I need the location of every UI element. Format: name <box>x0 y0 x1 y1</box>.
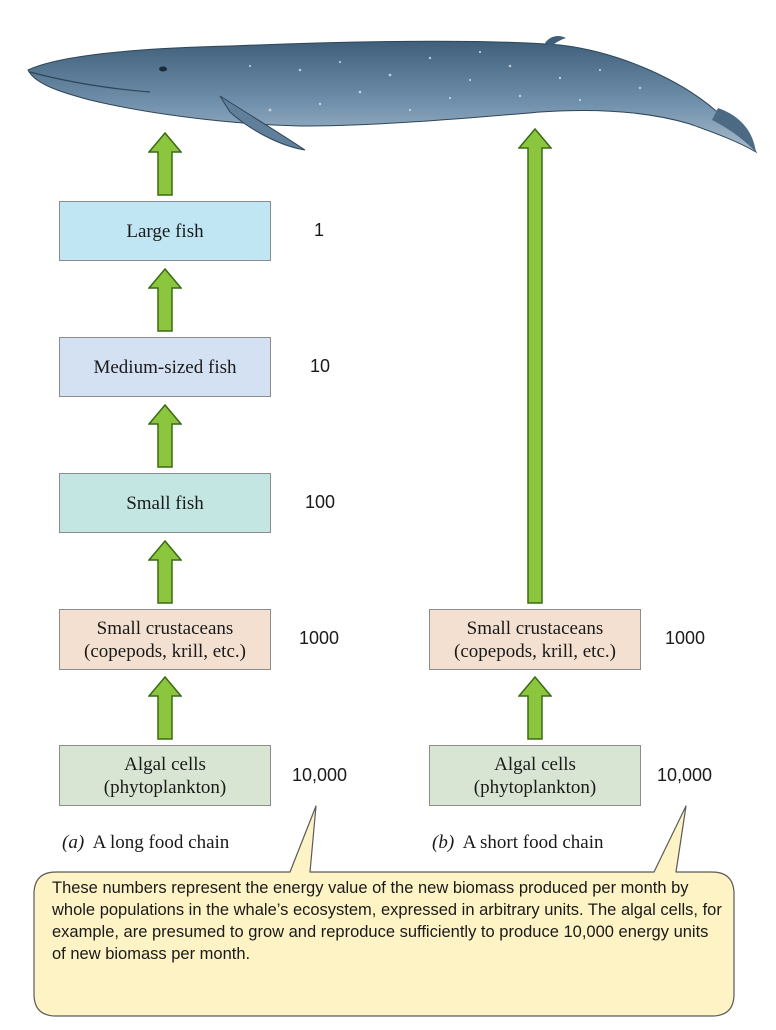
value-large-fish: 1 <box>314 220 325 240</box>
level-algae-line1-a: Algal cells <box>124 753 206 775</box>
arrow-small-to-medium-fish <box>148 404 182 468</box>
level-algae-box-b: Algal cells (phytoplankton) <box>429 745 641 806</box>
value-small-fish: 100 <box>305 492 336 512</box>
callout-text: These numbers represent the energy value… <box>52 879 722 963</box>
value-algae-b: 10,000 <box>657 765 713 785</box>
value-algae-a: 10,000 <box>292 765 348 785</box>
arrow-crustaceans-to-whale <box>518 128 552 604</box>
level-large-fish-box: Large fish <box>59 201 271 261</box>
value-crustaceans-a: 1000 <box>299 628 340 648</box>
caption-short-chain: (b) A short food chain <box>432 832 604 854</box>
arrow-medium-to-large-fish <box>148 268 182 332</box>
caption-long-chain: (a) A long food chain <box>62 832 229 854</box>
level-crustaceans-box-b: Small crustaceans (copepods, krill, etc.… <box>429 609 641 670</box>
level-algae-line2-a: (phytoplankton) <box>103 776 227 798</box>
level-crustaceans-line1-b: Small crustaceans <box>466 617 604 639</box>
blue-whale-illustration <box>27 35 758 154</box>
level-medium-fish-box: Medium-sized fish <box>59 337 271 397</box>
level-large-fish-label: Large fish <box>126 220 204 242</box>
arrow-algae-to-crustaceans-a <box>148 676 182 740</box>
level-crustaceans-line2-a: (copepods, krill, etc.) <box>84 640 246 662</box>
level-crustaceans-line2-b: (copepods, krill, etc.) <box>454 640 616 662</box>
caption-long-chain-letter: (a) <box>62 832 85 853</box>
arrow-algae-to-crustaceans-b <box>518 676 552 740</box>
level-algae-line2-b: (phytoplankton) <box>473 776 597 798</box>
level-algae-box-a: Algal cells (phytoplankton) <box>59 745 271 806</box>
level-small-fish-box: Small fish <box>59 473 271 533</box>
arrow-large-fish-to-whale <box>148 132 182 196</box>
caption-short-chain-letter: (b) <box>432 832 455 853</box>
value-crustaceans-b: 1000 <box>665 628 706 648</box>
level-small-fish-label: Small fish <box>126 492 204 514</box>
caption-long-chain-text: A long food chain <box>92 832 230 853</box>
arrow-crustaceans-to-small-fish <box>148 540 182 604</box>
caption-short-chain-text: A short food chain <box>462 832 604 853</box>
value-medium-fish: 10 <box>310 356 331 376</box>
level-medium-fish-label: Medium-sized fish <box>93 356 237 378</box>
level-crustaceans-box-a: Small crustaceans (copepods, krill, etc.… <box>59 609 271 670</box>
level-crustaceans-line1-a: Small crustaceans <box>96 617 234 639</box>
level-algae-line1-b: Algal cells <box>494 753 576 775</box>
